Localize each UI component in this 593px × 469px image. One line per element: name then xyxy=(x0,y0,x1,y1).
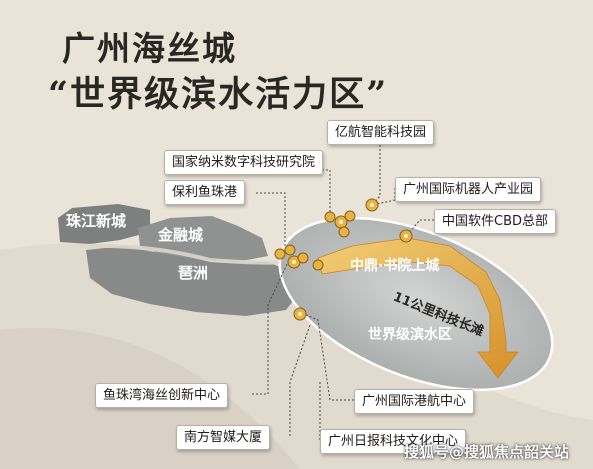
callout-yihang: 亿航智能科技园 xyxy=(327,120,435,145)
watermark: 搜狐号@搜狐焦点韶关站 xyxy=(404,443,570,461)
corridor-arrow xyxy=(317,237,519,379)
zhujiang-land xyxy=(58,204,150,244)
area-label-zhujiang: 珠江新城 xyxy=(66,212,127,230)
marker-centers xyxy=(292,203,408,316)
callout-nano: 国家纳米数字科技研究院 xyxy=(164,150,324,175)
zone-center-label: 中鼎·书院上城 xyxy=(350,258,440,274)
callout-software: 中国软件CBD总部 xyxy=(434,209,557,234)
callout-poly: 保利鱼珠港 xyxy=(164,180,246,205)
page-subtitle: “世界级滨水活力区” xyxy=(48,74,389,115)
callout-yuzhuwan: 鱼珠湾海丝创新中心 xyxy=(95,383,229,408)
callout-ribao: 广州日报科技文化中心 xyxy=(320,429,467,454)
zone-region-label: 世界级滨水区 xyxy=(368,327,452,343)
page-title: 广州海丝城 xyxy=(62,29,237,68)
location-markers xyxy=(274,198,413,321)
area-label-pazhou: 琶洲 xyxy=(178,264,209,282)
callout-port: 广州国际港航中心 xyxy=(354,389,475,414)
callout-robot: 广州国际机器人产业园 xyxy=(395,177,542,202)
callout-nanfang: 南方智媒大厦 xyxy=(176,425,271,450)
area-label-jinrong: 金融城 xyxy=(158,226,204,244)
